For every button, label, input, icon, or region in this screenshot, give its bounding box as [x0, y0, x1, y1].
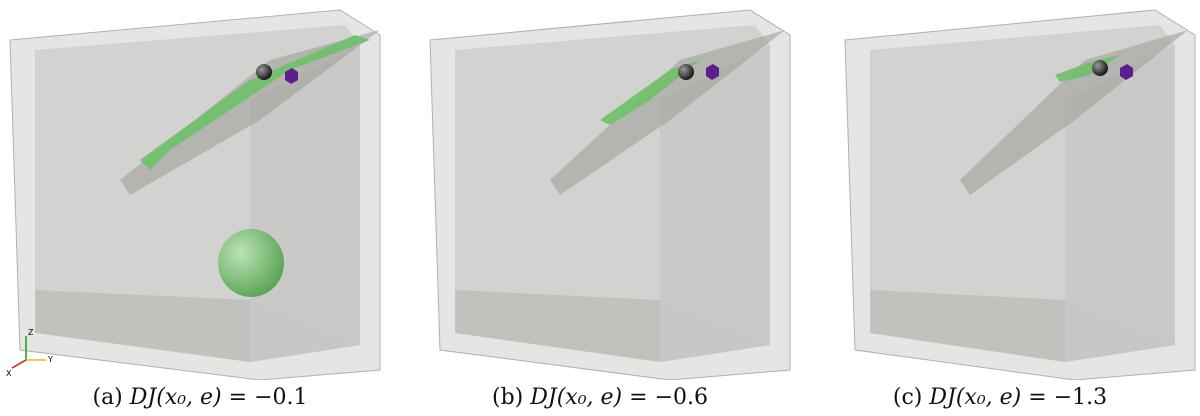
caption-a-prefix: (a) [92, 385, 123, 410]
caption-a-lhs: DJ(x₀, e) [129, 385, 222, 410]
panel-b-figure [429, 9, 791, 380]
axis-y-label: Y [47, 355, 53, 364]
caption-b-prefix: (b) [492, 385, 524, 410]
caption-c-prefix: (c) [892, 385, 923, 410]
axes-triad: Z Y X [6, 328, 53, 378]
panel-c-figure [844, 9, 1196, 380]
outer-box [844, 9, 1196, 380]
caption-a: (a) DJ(x₀, e) = −0.1 [0, 380, 400, 416]
panel-a [0, 0, 400, 380]
purple-cube [706, 64, 719, 80]
caption-c: (c) DJ(x₀, e) = −1.3 [800, 380, 1200, 416]
caption-b-value: −0.6 [654, 385, 708, 410]
caption-a-value: −0.1 [254, 385, 308, 410]
panel-c [800, 0, 1200, 380]
caption-a-eq: = [228, 385, 248, 410]
caption-c-lhs: DJ(x₀, e) [929, 385, 1022, 410]
slanted-plane [120, 30, 380, 195]
axis-z-label: Z [28, 328, 34, 337]
dark-sphere [678, 64, 694, 80]
green-region [600, 60, 700, 125]
panel-a-figure [9, 9, 381, 380]
green-ball [218, 229, 284, 297]
caption-c-value: −1.3 [1053, 385, 1108, 410]
outer-box [429, 9, 791, 380]
dark-sphere [256, 64, 272, 80]
caption-b-lhs: DJ(x₀, e) [530, 385, 623, 410]
caption-c-eq: = [1028, 385, 1047, 410]
purple-cube [1120, 64, 1133, 80]
axis-x-label: X [6, 369, 12, 378]
panel-b [400, 0, 800, 380]
slanted-plane [550, 30, 785, 195]
green-region [140, 35, 370, 170]
purple-cube [285, 68, 298, 84]
caption-b-eq: = [629, 385, 648, 410]
dark-sphere [1092, 60, 1108, 76]
caption-b: (b) DJ(x₀, e) = −0.6 [400, 380, 800, 416]
axes-indicator: Z Y X [0, 318, 70, 378]
